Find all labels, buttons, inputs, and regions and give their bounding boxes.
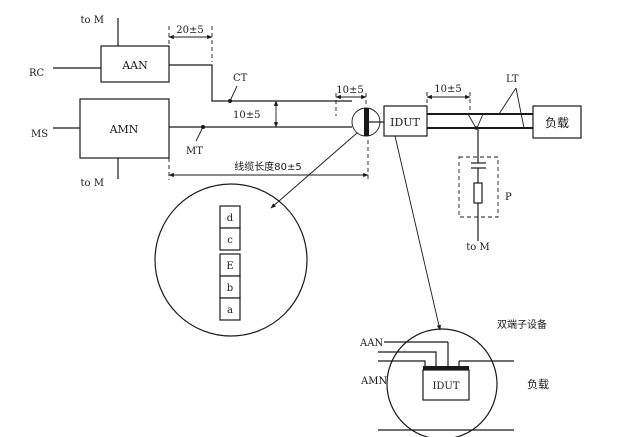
output-cable bbox=[427, 113, 533, 130]
idut-gap-right-label: 10±5 bbox=[434, 84, 461, 95]
load: 负载 bbox=[532, 105, 582, 139]
aan-output-line bbox=[169, 64, 352, 102]
aan-offset-label: 20±5 bbox=[176, 25, 203, 36]
layer-b-label: b bbox=[227, 283, 233, 294]
dimension-idut-right: 10±5 bbox=[426, 84, 471, 112]
junction-terminal bbox=[364, 108, 369, 136]
dimension-idut-left: 10±5 bbox=[335, 85, 367, 116]
load-label: 负载 bbox=[545, 116, 569, 130]
probe-dashed-box bbox=[458, 156, 499, 218]
aan-box bbox=[100, 45, 170, 83]
detail-right: 双端子设备 AAN AMN 负载 IDUT bbox=[359, 318, 549, 437]
layer-a-label: a bbox=[227, 305, 233, 316]
probe-p: P to M bbox=[458, 128, 512, 253]
detail-load-label: 负载 bbox=[527, 377, 549, 391]
layer-c bbox=[219, 227, 241, 251]
detail-left: d c E b a bbox=[154, 183, 308, 337]
aan-network: AAN to M RC bbox=[29, 15, 352, 102]
detail-right-leader bbox=[394, 135, 442, 331]
layer-d-label: d bbox=[227, 213, 234, 224]
to-m-top-label: to M bbox=[81, 15, 104, 26]
to-m-left-label: to M bbox=[81, 178, 104, 189]
load-box bbox=[532, 105, 582, 139]
idut-box bbox=[383, 105, 428, 137]
ms-label: MS bbox=[31, 129, 48, 140]
idut-label: IDUT bbox=[390, 116, 420, 129]
to-m-probe-label: to M bbox=[466, 242, 489, 253]
ct-label: CT bbox=[233, 73, 248, 84]
two-terminal-title: 双端子设备 bbox=[497, 318, 547, 331]
lt-label: LT bbox=[506, 74, 519, 85]
dimension-cable-length: 线缆长度80±5 bbox=[168, 140, 369, 180]
idut-gap-left-label: 10±5 bbox=[336, 85, 363, 96]
idut-junction: IDUT bbox=[351, 105, 428, 137]
detail-amn-label: AMN bbox=[360, 376, 387, 387]
amn-box bbox=[79, 98, 170, 159]
cable-length-label: 线缆长度80±5 bbox=[234, 160, 301, 173]
ct-marker: CT bbox=[228, 73, 248, 103]
mt-marker: MT bbox=[186, 125, 205, 157]
layer-a bbox=[219, 297, 241, 321]
dimension-aan-offset: 20±5 bbox=[168, 25, 213, 62]
ct-mt-spacing-label: 10±5 bbox=[233, 110, 260, 121]
amn-network: AMN MS to M bbox=[31, 98, 352, 189]
detail-idut-box bbox=[422, 369, 470, 401]
detail-aan-label: AAN bbox=[359, 338, 383, 349]
mt-label: MT bbox=[186, 146, 203, 157]
detail-left-circle bbox=[154, 183, 308, 337]
rc-label: RC bbox=[29, 68, 45, 79]
detail-idut-label: IDUT bbox=[432, 381, 459, 392]
amn-label: AMN bbox=[109, 123, 139, 136]
probe-resistor bbox=[473, 182, 483, 204]
aan-label: AAN bbox=[121, 59, 148, 72]
layer-c-label: c bbox=[227, 235, 233, 246]
detail-right-circle bbox=[386, 328, 498, 437]
p-label: P bbox=[505, 192, 512, 203]
dimension-ct-mt: 10±5 bbox=[233, 100, 282, 128]
layer-e-label: E bbox=[226, 261, 233, 272]
detail-left-leader bbox=[270, 132, 358, 209]
lt-marker: LT bbox=[498, 74, 525, 129]
